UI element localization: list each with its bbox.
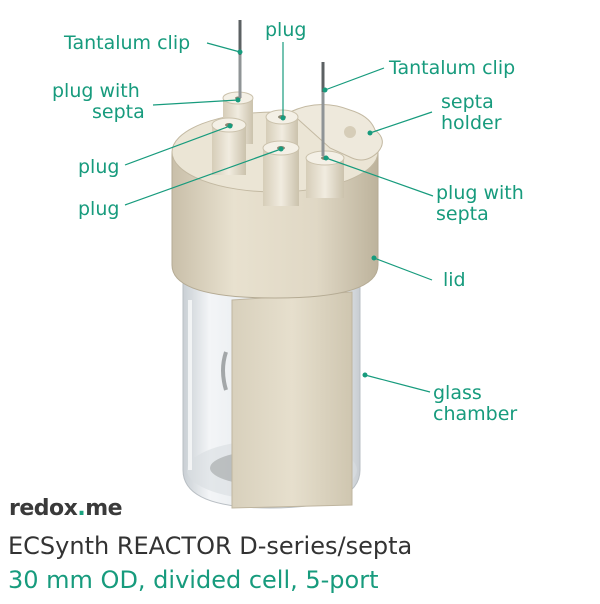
- product-subtitle: 30 mm OD, divided cell, 5-port: [8, 566, 379, 594]
- redoxme-logo: redox.me: [9, 496, 123, 521]
- label-septa-holder-line2: holder: [441, 112, 502, 134]
- label-tantalum-clip-left: Tantalum clip: [64, 32, 191, 54]
- logo-text-part2: me: [85, 496, 123, 521]
- plug-left: [211, 117, 247, 175]
- label-plug-left: plug: [78, 156, 120, 178]
- product-title: ECSynth REACTOR D-series/septa: [8, 532, 413, 560]
- label-lid: lid: [443, 269, 466, 291]
- label-glass-chamber-line1: glass: [433, 382, 482, 404]
- logo-text-part1: redox: [9, 496, 78, 521]
- label-plug-with-septa-left-line1: plug with: [52, 80, 140, 102]
- label-glass-chamber-line2: chamber: [433, 403, 518, 425]
- label-plug-with-septa-left-line2: septa: [92, 101, 145, 123]
- label-tantalum-clip-right: Tantalum clip: [389, 57, 516, 79]
- septa-holder: [289, 104, 383, 161]
- label-plug-with-septa-right-line2: septa: [436, 203, 489, 225]
- label-plug-with-septa-right-line1: plug with: [436, 182, 524, 204]
- label-plug-top: plug: [265, 19, 307, 41]
- label-plug-front: plug: [78, 198, 120, 220]
- leader-lines: [124, 42, 434, 393]
- separator-plate: [221, 291, 353, 509]
- logo-dot: .: [77, 496, 86, 521]
- label-septa-holder-line1: septa: [441, 91, 494, 113]
